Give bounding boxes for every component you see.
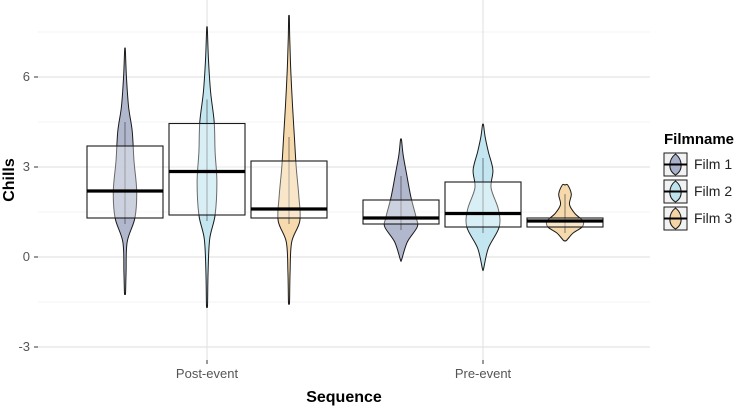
x-tick-label: Post-event [176, 366, 239, 381]
legend-title: Filmname [664, 131, 734, 148]
x-tick-label: Pre-event [455, 366, 512, 381]
box [86, 145, 164, 219]
legend-label: Film 2 [694, 183, 732, 199]
y-tick-label: 3 [23, 159, 30, 174]
y-axis-title: Chills [1, 158, 18, 202]
y-tick-label: -3 [18, 339, 30, 354]
legend-label: Film 3 [694, 210, 732, 226]
y-tick-label: 0 [23, 249, 30, 264]
box [444, 181, 522, 228]
violin-layer [112, 14, 585, 308]
box-layer [86, 122, 604, 228]
legend-label: Film 1 [694, 156, 732, 172]
plot-panel [38, 0, 650, 360]
y-tick-label: 6 [23, 69, 30, 84]
box [168, 122, 246, 216]
legend: Filmname Film 1 Film 2 Film 3 [663, 131, 734, 231]
legend-key-film-1: Film 1 [663, 152, 732, 177]
legend-key-film-2: Film 2 [663, 179, 732, 204]
legend-key-film-3: Film 3 [663, 206, 732, 231]
box [362, 199, 440, 225]
x-axis-title: Sequence [306, 389, 382, 406]
